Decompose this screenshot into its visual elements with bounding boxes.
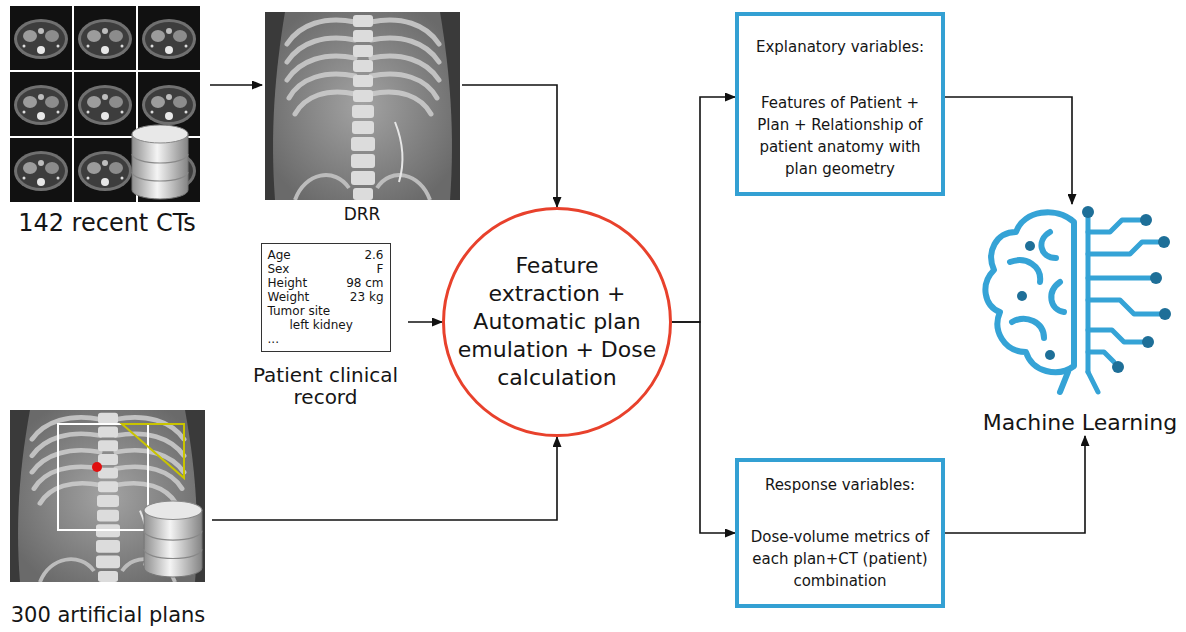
record-field: Height	[268, 276, 308, 290]
image-caption: Machine Learning	[983, 410, 1178, 436]
variable-box: Response variables: Dose-volume metrics o…	[735, 458, 945, 608]
plan-image	[10, 410, 205, 582]
connector-arrow	[210, 84, 262, 86]
brain-icon	[1088, 352, 1114, 362]
ct-dataset: 142 recent CTs	[4, 4, 210, 238]
record-row: ...	[268, 332, 384, 346]
brain-icon	[985, 206, 1171, 392]
plan-image	[92, 462, 102, 472]
brain-icon	[1086, 214, 1091, 372]
brain-icon	[1060, 372, 1068, 392]
plan-dataset: 300 artificial plans	[4, 408, 212, 628]
brain-icon	[1088, 372, 1098, 392]
process-circle: Feature extraction + Automatic plan emul…	[442, 207, 672, 437]
brain-icon	[1088, 330, 1142, 342]
ct-image-grid	[10, 6, 72, 70]
variable-box: Explanatory variables: Features of Patien…	[735, 12, 945, 196]
record-field: ...	[268, 332, 279, 346]
brain-icon	[1025, 241, 1035, 251]
record-row: Age 2.6	[268, 248, 384, 262]
brain-icon	[1045, 350, 1055, 360]
box-body: Features of Patient + Plan + Relationshi…	[749, 92, 931, 180]
record-field: left kidney	[290, 318, 353, 332]
brain-icon	[1088, 300, 1160, 314]
image-caption: 142 recent CTs	[18, 209, 196, 238]
brain-icon	[1082, 206, 1094, 218]
box-body: Dose-volume metrics of each plan+CT (pat…	[749, 526, 931, 592]
record-value: 2.6	[364, 248, 383, 262]
record-value: F	[377, 262, 384, 276]
ct-image-grid	[10, 72, 72, 136]
record-row: left kidney	[268, 318, 384, 332]
drr-node: DRR	[262, 10, 462, 224]
connector-arrow	[672, 322, 735, 533]
brain-icon	[985, 212, 1074, 392]
record-field: Age	[268, 248, 291, 262]
connector-arrow	[672, 97, 735, 322]
image-caption: 300 artificial plans	[11, 603, 206, 628]
circle-outline	[444, 209, 671, 436]
ml-node: Machine Learning	[978, 204, 1182, 436]
plan-image	[10, 410, 205, 582]
record-field: Weight	[268, 290, 310, 304]
plan-image	[122, 424, 184, 478]
record-value: 23 kg	[350, 290, 384, 304]
brain-icon	[1088, 276, 1150, 281]
ct-image-grid	[74, 138, 136, 202]
process-text: Feature extraction + Automatic plan emul…	[457, 252, 658, 392]
drr-image	[265, 12, 460, 200]
brain-icon	[1142, 336, 1154, 348]
brain-icon	[1088, 214, 1160, 392]
record-caption: Patient clinical record	[243, 364, 408, 408]
connector-arrow	[462, 85, 557, 207]
brain-icon	[1159, 308, 1171, 320]
record-row: Sex F	[268, 262, 384, 276]
image-caption: DRR	[344, 204, 381, 224]
brain-icon	[1051, 282, 1064, 312]
record-card: Age 2.6Sex F Height 98 cm Weight 23 kg Tumor si…	[261, 243, 391, 352]
record-value: 98 cm	[346, 276, 383, 290]
ct-image-grid	[74, 72, 136, 136]
ct-image-grid	[10, 138, 72, 202]
record-row: Weight 23 kg	[268, 290, 384, 304]
brain-icon	[1017, 291, 1027, 301]
connector-arrow	[945, 97, 1072, 204]
brain-icon	[985, 212, 1074, 372]
connector-arrow	[212, 437, 557, 520]
connector-arrow	[945, 436, 1085, 533]
brain-icon	[1088, 220, 1140, 232]
brain-icon	[1158, 236, 1170, 248]
ct-image-grid	[132, 125, 188, 199]
brain-icon	[1150, 272, 1162, 284]
ct-image-grid	[10, 6, 200, 202]
brain-icon	[1041, 232, 1056, 258]
record-field: Sex	[268, 262, 290, 276]
connector-arrow	[408, 321, 442, 323]
box-heading: Explanatory variables:	[749, 36, 931, 58]
record-field: Tumor site	[268, 304, 331, 318]
brain-icon	[1140, 214, 1152, 226]
plan-image	[144, 501, 202, 577]
ct-image-grid	[138, 6, 200, 70]
brain-icon	[1012, 319, 1044, 338]
box-heading: Response variables:	[749, 474, 931, 496]
brain-icon	[1017, 206, 1171, 373]
record-row: Height 98 cm	[268, 276, 384, 290]
record-row: Tumor site	[268, 304, 384, 318]
brain-icon	[1010, 260, 1040, 282]
clinical-record: Age 2.6Sex F Height 98 cm Weight 23 kg Tumor si…	[243, 243, 408, 408]
ct-image-grid	[74, 6, 136, 70]
brain-icon	[1088, 242, 1158, 254]
brain-icon	[1112, 361, 1124, 373]
plan-image	[58, 424, 148, 530]
drr-image	[265, 12, 460, 200]
